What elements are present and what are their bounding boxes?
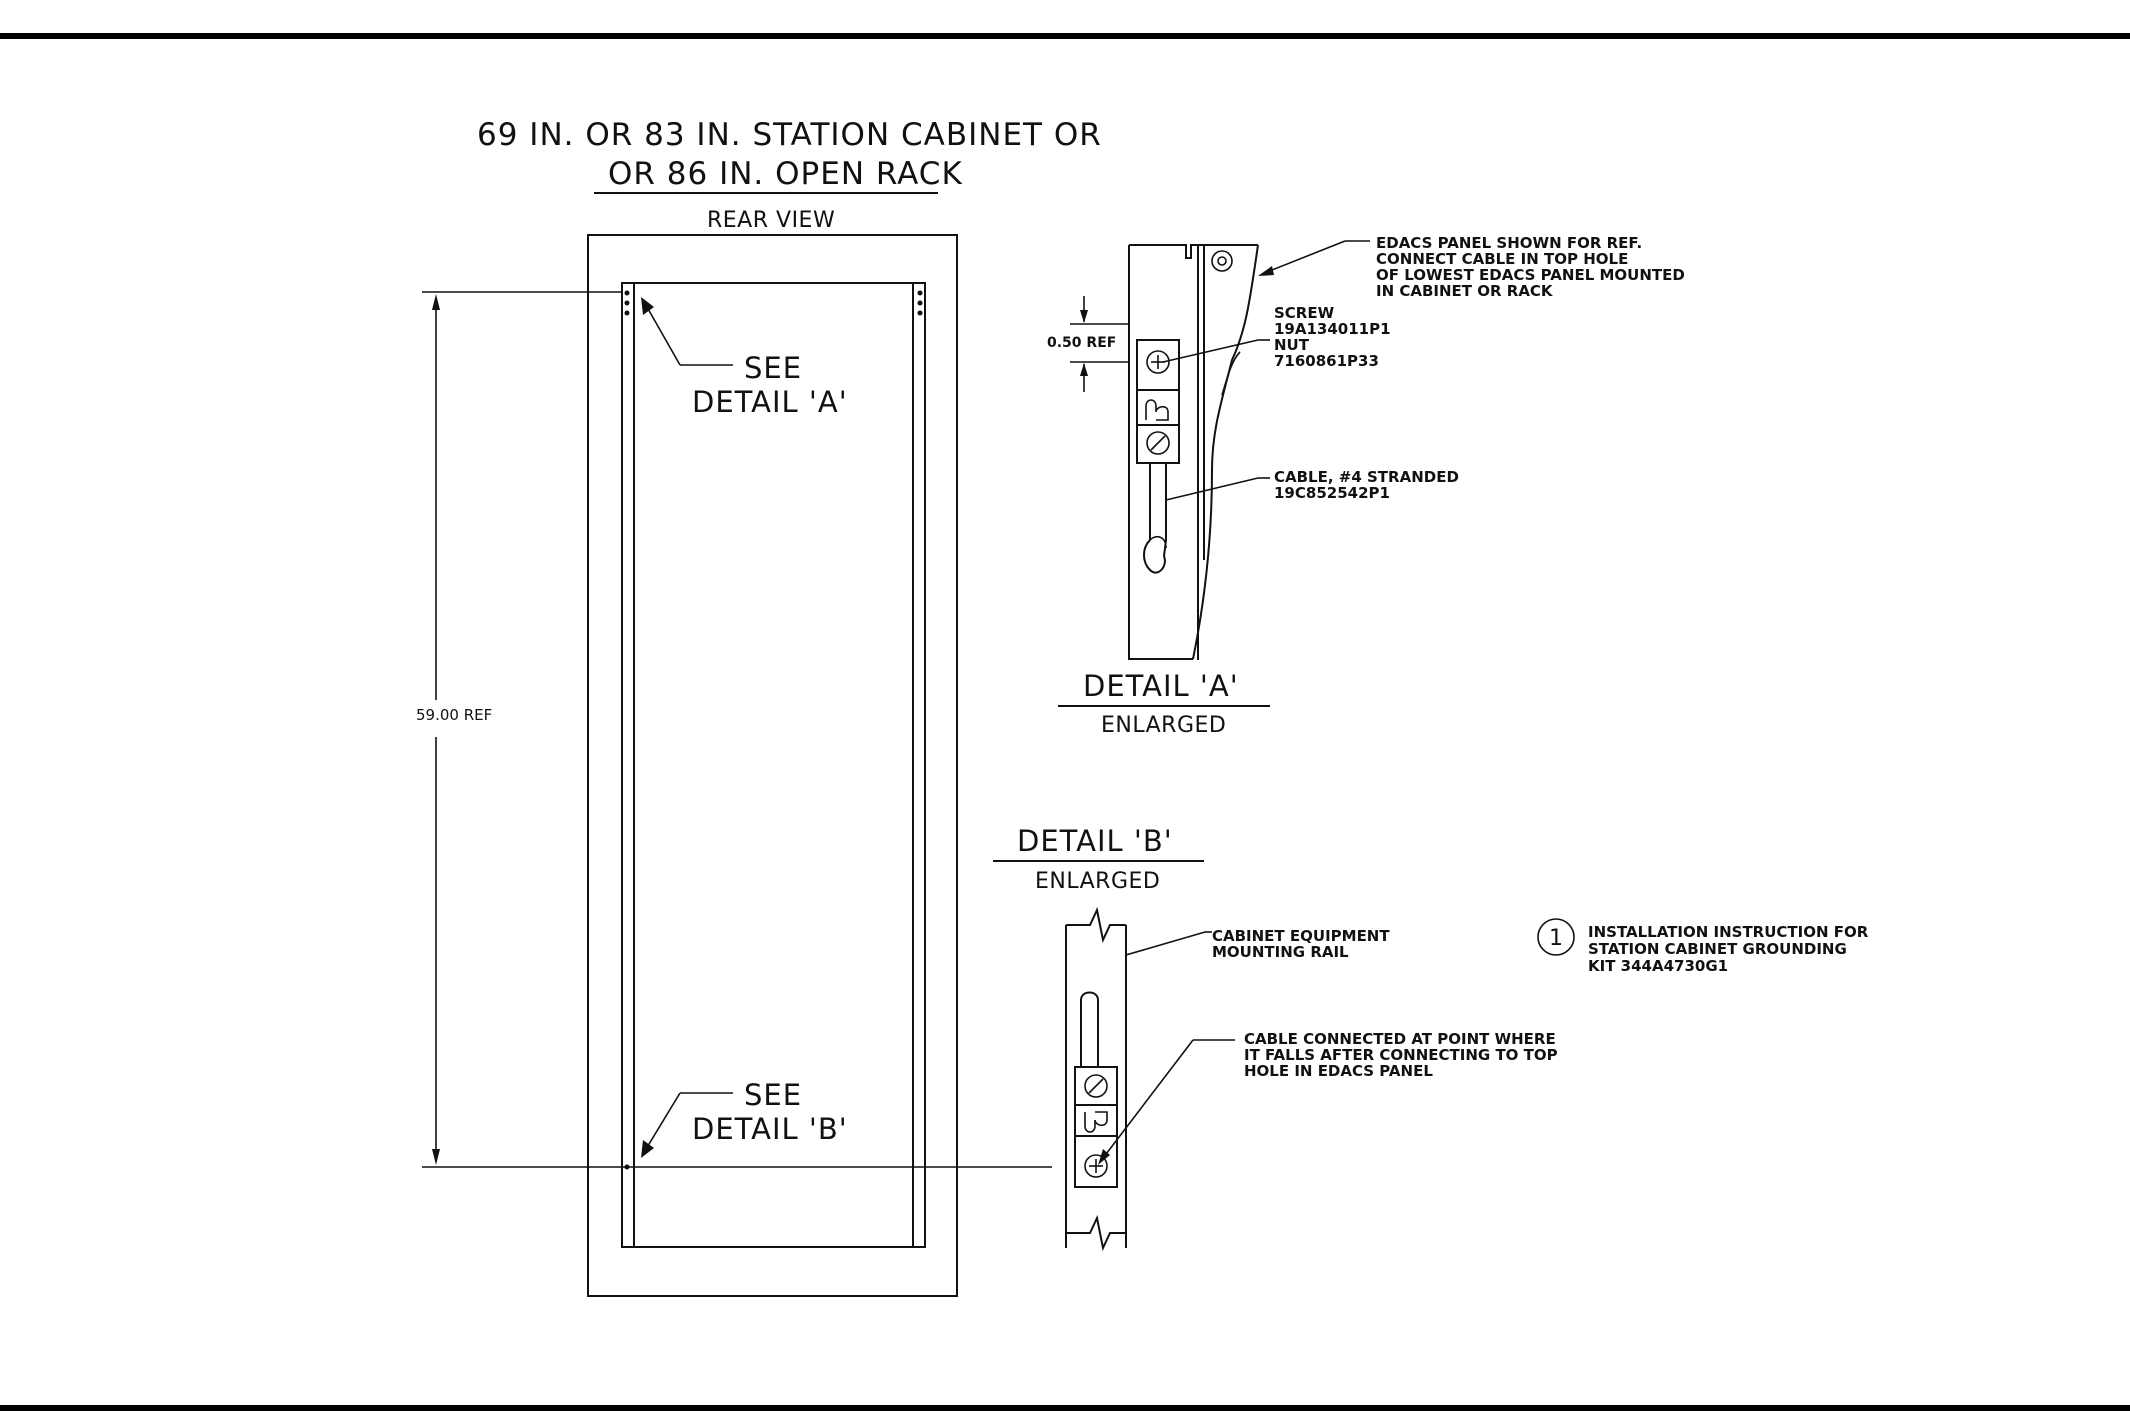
see-detail-b-line-2: DETAIL 'B' — [692, 1112, 848, 1146]
detail-a-panel-note-4: IN CABINET OR RACK — [1376, 282, 1554, 300]
detail-a-hardware-note-1: SCREW — [1274, 304, 1335, 322]
detail-a-hardware-note-3: NUT — [1274, 336, 1310, 354]
title-line-2: OR 86 IN. OPEN RACK — [608, 156, 963, 192]
see-detail-a-line-2: DETAIL 'A' — [692, 385, 848, 419]
detail-b-title: DETAIL 'B' — [1017, 824, 1173, 858]
see-detail-b-line-1: SEE — [744, 1078, 802, 1112]
title-line-1: 69 IN. OR 83 IN. STATION CABINET OR — [477, 117, 1102, 153]
detail-b-leaders — [1098, 931, 1235, 1165]
see-detail-a-line-1: SEE — [744, 351, 802, 385]
detail-b-cable-note-2: IT FALLS AFTER CONNECTING TO TOP — [1244, 1046, 1558, 1064]
detail-a-panel-note-2: CONNECT CABLE IN TOP HOLE — [1376, 250, 1628, 268]
detail-a-title: DETAIL 'A' — [1083, 669, 1239, 703]
cabinet-outer-frame — [587, 234, 958, 1297]
rear-view-label: REAR VIEW — [707, 208, 835, 233]
note-line-3: KIT 344A4730G1 — [1588, 957, 1728, 975]
cabinet-rear-view — [587, 234, 958, 1297]
detail-b-cable-note-3: HOLE IN EDACS PANEL — [1244, 1062, 1433, 1080]
see-detail-a-leader — [641, 297, 733, 366]
rail-hole — [917, 290, 923, 296]
height-dimension-label: 59.00 REF — [416, 706, 492, 724]
rail-hole — [624, 290, 630, 296]
rail-hole — [917, 300, 923, 306]
detail-a-leaders — [1162, 240, 1370, 501]
detail-a-subtitle: ENLARGED — [1101, 713, 1226, 738]
rail-hole — [624, 300, 630, 306]
cabinet-inner-frame — [621, 282, 926, 1248]
detail-a-hardware-note-4: 7160861P33 — [1274, 352, 1379, 370]
detail-a-hardware-note-2: 19A134011P1 — [1274, 320, 1391, 338]
see-detail-b-leader — [641, 1092, 733, 1158]
detail-a-cable-note-2: 19C852542P1 — [1274, 484, 1390, 502]
detail-b-subtitle: ENLARGED — [1035, 869, 1160, 894]
detail-a-dimension — [1070, 296, 1128, 392]
detail-a-panel-note-3: OF LOWEST EDACS PANEL MOUNTED — [1376, 266, 1685, 284]
note-number: 1 — [1549, 926, 1564, 951]
detail-b-rail-note-1: CABINET EQUIPMENT — [1212, 927, 1390, 945]
detail-a-panel-note-1: EDACS PANEL SHOWN FOR REF. — [1376, 234, 1642, 252]
detail-b-rail-note-2: MOUNTING RAIL — [1212, 943, 1349, 961]
note-number-circle — [1537, 918, 1575, 956]
detail-b-drawing — [1065, 906, 1127, 1252]
detail-a-dimension-label: 0.50 REF — [1047, 335, 1116, 351]
rail-hole — [917, 310, 923, 316]
rail-hole — [624, 310, 630, 316]
height-dimension — [422, 291, 1052, 1168]
note-line-1: INSTALLATION INSTRUCTION FOR — [1588, 923, 1869, 941]
note-line-2: STATION CABINET GROUNDING — [1588, 940, 1847, 958]
detail-a-drawing — [1128, 244, 1259, 660]
detail-b-cable-note-1: CABLE CONNECTED AT POINT WHERE — [1244, 1030, 1556, 1048]
detail-a-cable-note-1: CABLE, #4 STRANDED — [1274, 468, 1459, 486]
